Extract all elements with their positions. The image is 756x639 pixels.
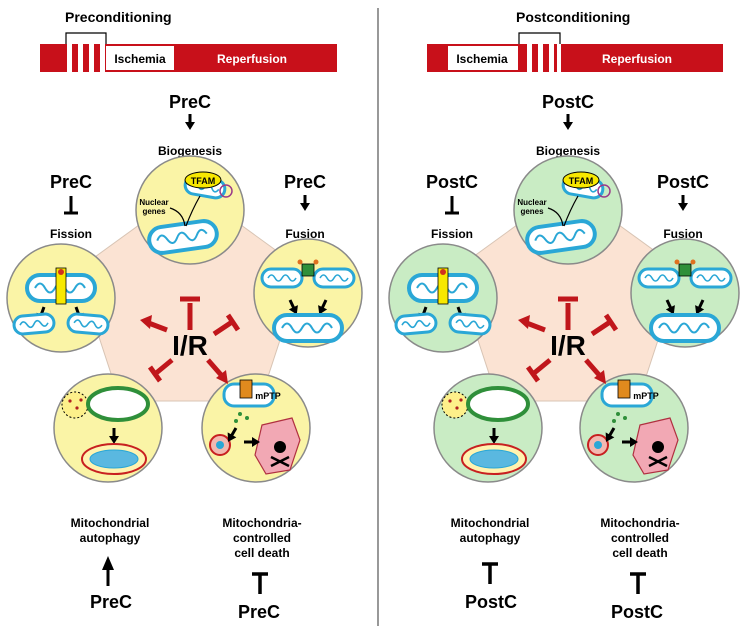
timeline-ischemia: Ischemia xyxy=(114,52,166,66)
header-bracket xyxy=(65,32,107,44)
inhibit-symbol-death xyxy=(630,572,646,594)
nuclear-genes-line1: Nuclear xyxy=(139,198,168,207)
mptp-label: mPTP xyxy=(255,391,281,401)
panel-preconditioning: Preconditioning Ischemia Reperfusion Pre… xyxy=(6,9,363,622)
label-fission: Fission xyxy=(50,227,92,241)
circle-biogenesis: TFAM Nuclear genes xyxy=(135,155,245,265)
agent-fusion: PostC xyxy=(657,172,709,192)
panel-header: Postconditioning xyxy=(516,9,630,25)
label-death-line3: cell death xyxy=(234,546,289,560)
circle-fission xyxy=(388,243,498,353)
label-biogenesis: Biogenesis xyxy=(536,144,600,158)
label-autophagy-line2: autophagy xyxy=(80,531,141,545)
circle-fission xyxy=(6,243,116,353)
agent-fusion: PreC xyxy=(284,172,326,192)
tfam-label: TFAM xyxy=(569,176,594,186)
nuclear-genes-line2: genes xyxy=(520,207,544,216)
circle-autophagy xyxy=(433,373,543,483)
mptp-label: mPTP xyxy=(633,391,659,401)
label-autophagy-line2: autophagy xyxy=(460,531,521,545)
agent-top: PreC xyxy=(169,92,211,112)
label-fusion: Fusion xyxy=(285,227,324,241)
agent-death: PreC xyxy=(238,602,280,622)
label-autophagy-line1: Mitochondrial xyxy=(451,516,530,530)
label-fission: Fission xyxy=(431,227,473,241)
tfam-label: TFAM xyxy=(191,176,216,186)
agent-fission: PreC xyxy=(50,172,92,192)
timeline-bar: Ischemia Reperfusion xyxy=(40,44,337,72)
activate-arrow-autophagy xyxy=(102,556,114,586)
panel-header: Preconditioning xyxy=(65,9,172,25)
tfam-badge xyxy=(562,171,600,189)
panel-postconditioning: Postconditioning Ischemia Reperfusion Po… xyxy=(388,9,740,622)
agent-autophagy: PreC xyxy=(90,592,132,612)
label-fusion: Fusion xyxy=(663,227,702,241)
agent-top: PostC xyxy=(542,92,594,112)
agent-autophagy: PostC xyxy=(465,592,517,612)
circle-biogenesis: TFAM Nuclear genes xyxy=(513,155,623,265)
label-autophagy-line1: Mitochondrial xyxy=(71,516,150,530)
agent-death: PostC xyxy=(611,602,663,622)
center-arrows xyxy=(518,296,619,384)
circle-autophagy xyxy=(53,373,163,483)
center-ir: I/R xyxy=(550,330,586,361)
inhibit-symbol-fission xyxy=(64,196,78,215)
timeline-reperfusion: Reperfusion xyxy=(602,52,672,66)
nuclear-genes-line2: genes xyxy=(142,207,166,216)
label-death-line1: Mitochondria- xyxy=(600,516,679,530)
label-death-line1: Mitochondria- xyxy=(222,516,301,530)
circle-cell-death: mPTP xyxy=(201,373,311,483)
agent-fission: PostC xyxy=(426,172,478,192)
timeline-ischemia: Ischemia xyxy=(456,52,508,66)
label-death-line3: cell death xyxy=(612,546,667,560)
inhibit-symbol-autophagy xyxy=(482,562,498,584)
label-biogenesis: Biogenesis xyxy=(158,144,222,158)
label-death-line2: controlled xyxy=(611,531,669,545)
inhibit-symbol-death xyxy=(252,572,268,594)
nuclear-genes-line1: Nuclear xyxy=(517,198,546,207)
tfam-badge xyxy=(184,171,222,189)
timeline-bar: Ischemia Reperfusion xyxy=(427,44,723,72)
center-arrows xyxy=(140,296,241,384)
center-ir: I/R xyxy=(172,330,208,361)
label-death-line2: controlled xyxy=(233,531,291,545)
circle-cell-death: mPTP xyxy=(579,373,689,483)
circle-fusion xyxy=(253,238,363,348)
timeline-reperfusion: Reperfusion xyxy=(217,52,287,66)
inhibit-symbol-fission xyxy=(445,196,459,215)
circle-fusion xyxy=(630,238,740,348)
header-bracket xyxy=(518,32,561,44)
